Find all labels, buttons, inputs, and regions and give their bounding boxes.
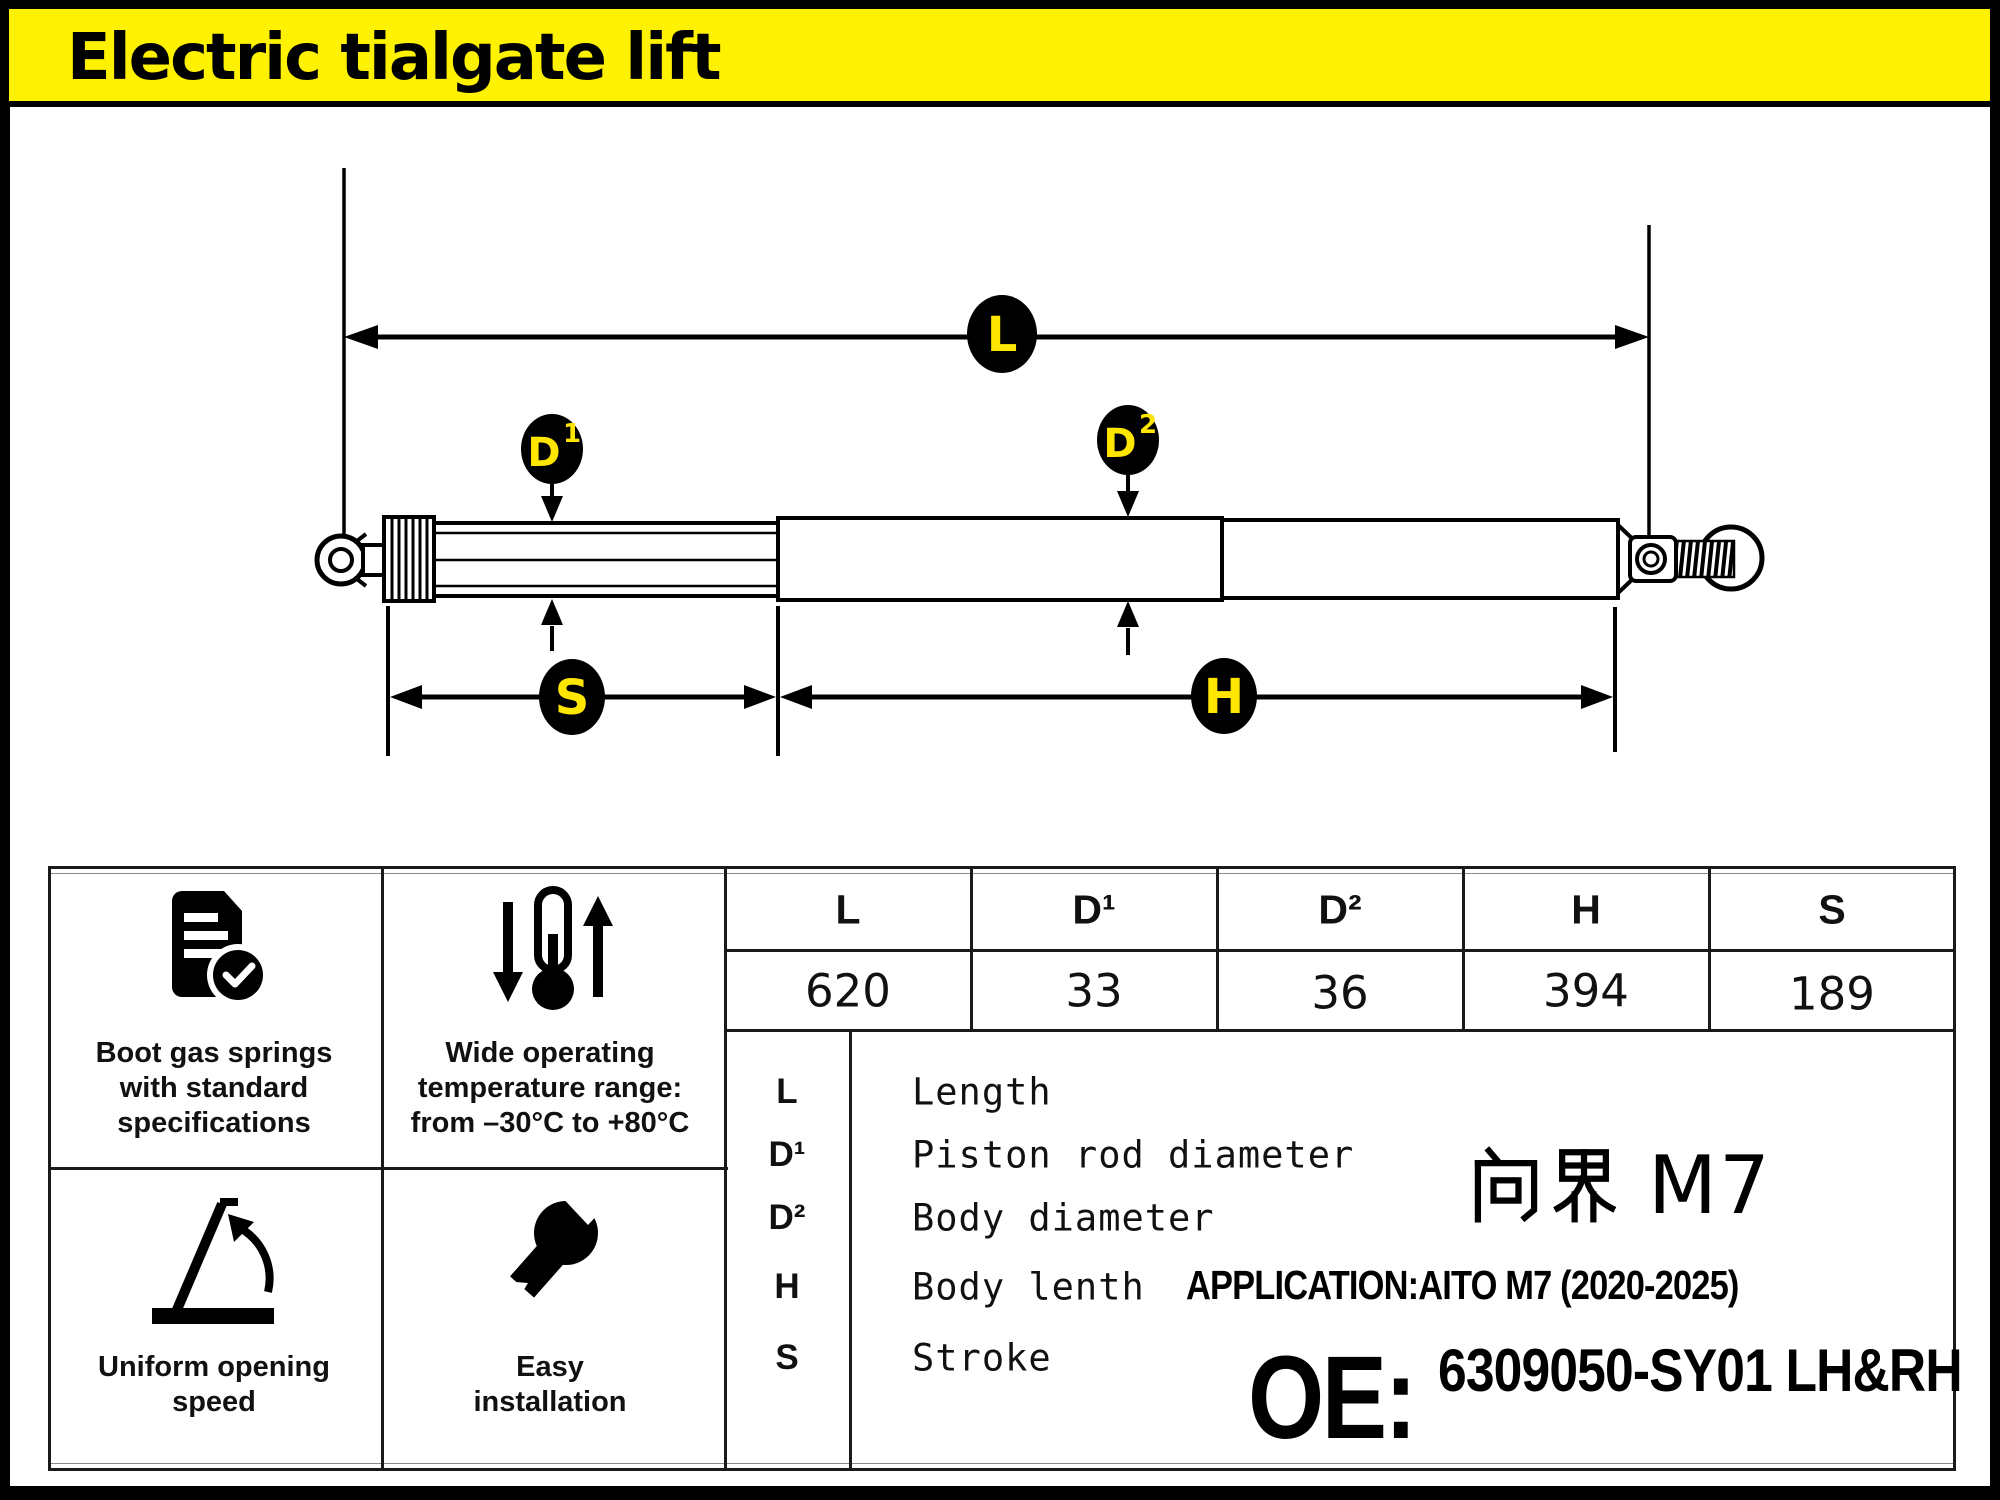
spec-col-divider-3	[1462, 866, 1465, 1032]
frame-border-bottom	[0, 1486, 2000, 1500]
application-text: APPLICATION:AITO M7 (2020-2025)	[1186, 1262, 1739, 1308]
badge-D2	[1097, 405, 1159, 475]
wenjie-hanzi	[1474, 1146, 1617, 1223]
legend-desc-L: Length	[912, 1070, 1052, 1114]
thermometer-range-icon	[493, 886, 613, 1010]
table-border-bottom	[48, 1468, 1956, 1471]
feature-row-divider	[48, 1167, 728, 1170]
spec-value-D1: 33	[1065, 964, 1123, 1018]
oe-label: OE:	[1248, 1332, 1417, 1464]
spec-header-L: L	[835, 886, 861, 933]
gas-spring-drawing	[314, 515, 1765, 603]
legend-symbol-L: L	[776, 1072, 798, 1111]
page-title: Electric tialgate lift	[67, 21, 722, 95]
badge-D2-sup: 2	[1139, 410, 1157, 440]
outer-tube	[1220, 518, 1620, 600]
dimension-H: H	[780, 607, 1617, 752]
feature-text-uniform-opening: Uniform opening speed	[98, 1351, 330, 1418]
badge-H-label: H	[1204, 669, 1244, 725]
spec-header-divider	[725, 949, 1956, 952]
dimension-S: S	[386, 606, 780, 756]
legend-desc-D2: Body diameter	[912, 1196, 1215, 1240]
spec-header-D1: D¹	[1072, 886, 1116, 933]
spec-values-divider	[725, 1029, 1956, 1032]
legend-desc-H: Body lenth	[912, 1265, 1145, 1309]
frame-border-top	[0, 0, 2000, 9]
legend-symbol-S: S	[775, 1338, 799, 1377]
badge-D1	[521, 414, 583, 484]
feature-text-boot-gas-springs: Boot gas springs with standard specifica…	[95, 1037, 333, 1139]
left-neck	[361, 543, 387, 577]
legend-symbol-divider	[849, 1029, 852, 1471]
legend-desc-S: Stroke	[912, 1336, 1052, 1380]
table-border-top	[48, 866, 1956, 869]
badge-D1-base: D	[527, 430, 560, 476]
legend-symbol-D2: D²	[768, 1198, 806, 1237]
frame-border-right	[1990, 0, 2000, 1500]
spec-col-divider-4	[1708, 866, 1711, 1032]
badge-L	[967, 295, 1037, 373]
spec-header-D2: D²	[1318, 886, 1362, 933]
table-border-top-inner	[48, 873, 1956, 874]
legend-symbol-D1: D¹	[768, 1135, 806, 1174]
legend-symbol-H: H	[774, 1267, 800, 1306]
table-border-right	[1953, 866, 1956, 1471]
spec-col-divider-2	[1216, 866, 1219, 1032]
feature-spec-divider	[724, 866, 727, 1471]
spec-value-S: 189	[1789, 967, 1875, 1021]
feature-text-temperature-range: Wide operating temperature range: from –…	[410, 1037, 690, 1139]
feature-text-easy-installation: Easy installation	[473, 1351, 627, 1418]
opening-angle-icon	[152, 1198, 274, 1324]
spec-header-H: H	[1571, 886, 1601, 933]
spec-col-divider-1	[970, 866, 973, 1032]
spec-header-S: S	[1818, 886, 1846, 933]
badge-H	[1191, 658, 1257, 734]
table-border-left	[48, 866, 51, 1471]
feature-col-divider	[381, 866, 384, 1471]
legend-desc-D1: Piston rod diameter	[912, 1133, 1355, 1177]
threaded-stud	[1674, 539, 1736, 579]
spec-value-L: 620	[805, 964, 891, 1018]
badge-D1-sup: 1	[563, 419, 581, 449]
oe-part-number: 6309050-SY01 LH&RH	[1438, 1337, 1963, 1404]
spec-value-H: 394	[1543, 964, 1629, 1018]
document-check-icon	[172, 891, 269, 1006]
spec-value-D2: 36	[1311, 966, 1369, 1020]
dimension-D2: D 2	[1097, 405, 1159, 655]
badge-L-label: L	[987, 307, 1018, 363]
gas-spring-dimension-diagram: L D 1 D 2	[314, 168, 1765, 756]
dimension-D1: D 1	[521, 414, 583, 651]
frame-border-left	[0, 0, 10, 1500]
badge-S	[539, 659, 605, 735]
badge-S-label: S	[555, 670, 590, 726]
model-name-latin: M7	[1648, 1139, 1772, 1232]
wrench-icon	[504, 1185, 612, 1303]
badge-D2-base: D	[1103, 421, 1136, 467]
table-border-bottom-inner	[48, 1463, 1956, 1464]
body-tube	[776, 516, 1224, 602]
title-banner: Electric tialgate lift	[9, 9, 1990, 107]
dimension-L: L	[344, 295, 1649, 373]
